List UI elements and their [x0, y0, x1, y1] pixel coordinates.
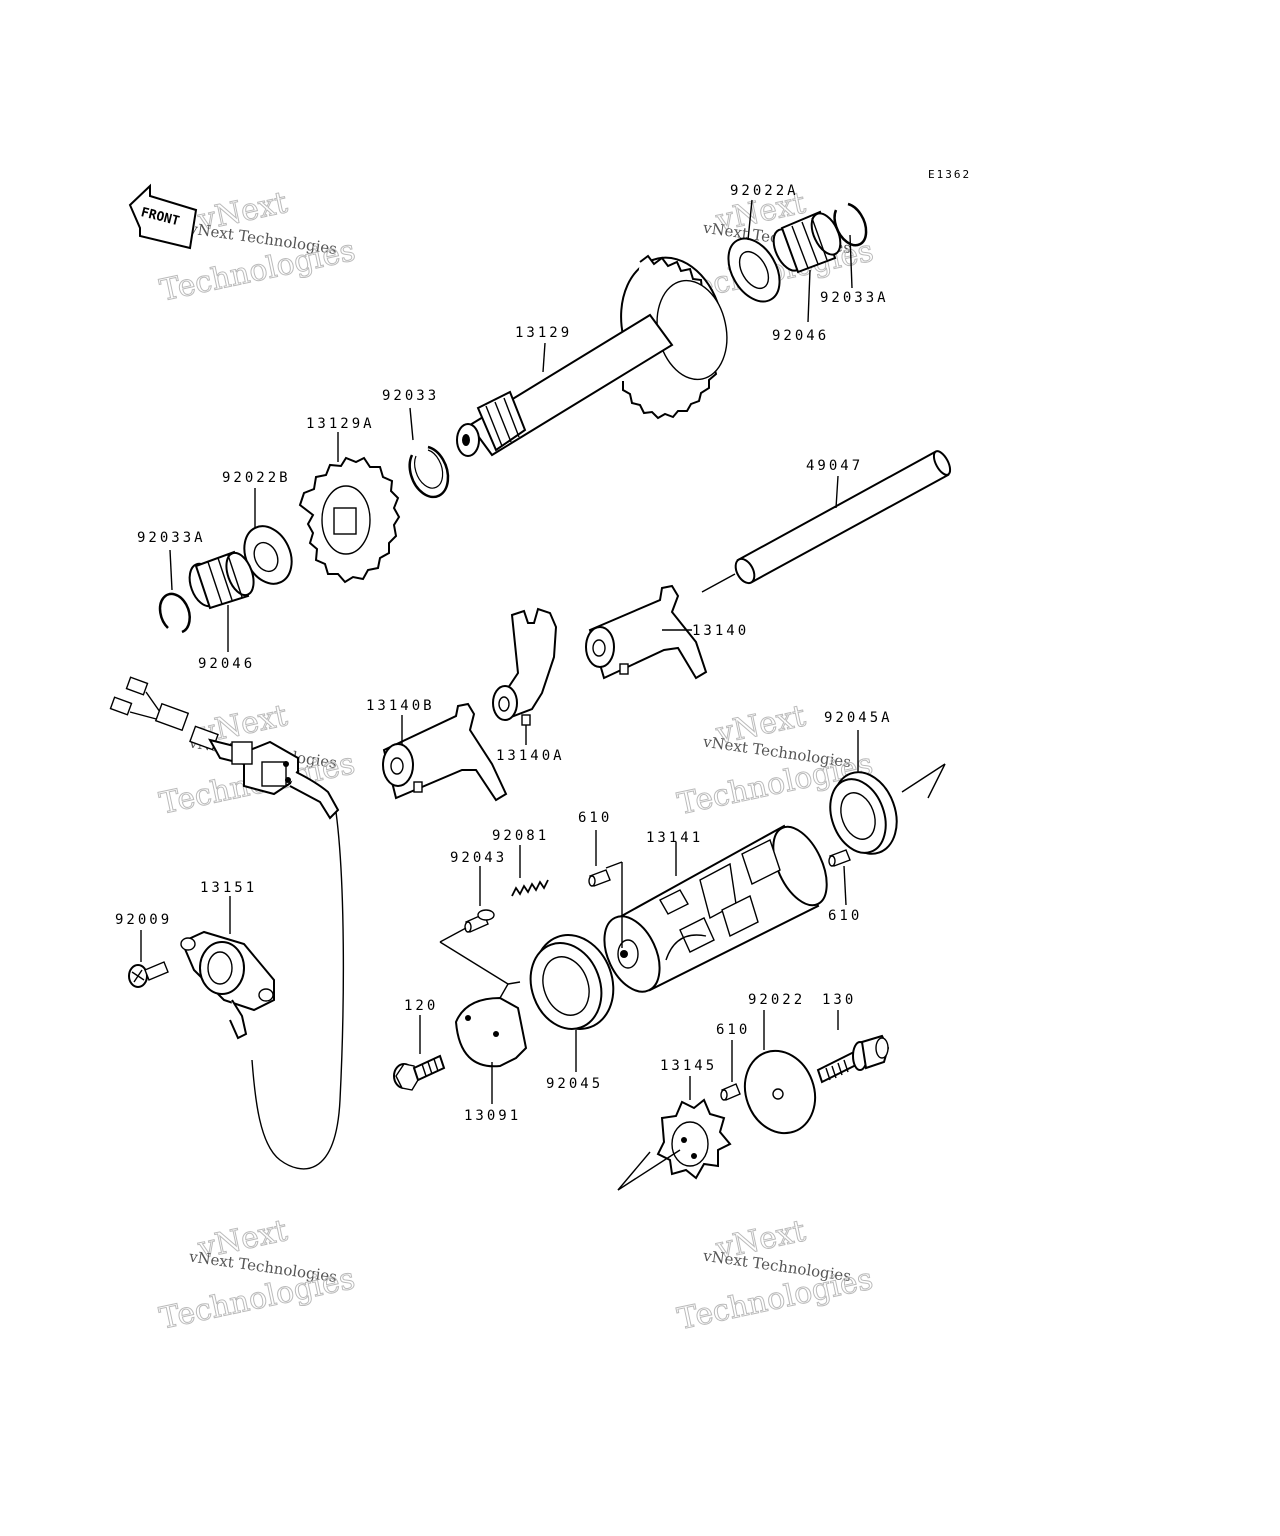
shaft-13129: 13129: [456, 254, 728, 457]
part-label-92022: 92022: [748, 992, 805, 1008]
dowel-pin-610-a: 610: [578, 810, 623, 948]
part-label-13151: 13151: [200, 880, 257, 896]
shift-fork-13140B: 13140B: [366, 698, 508, 802]
spline-end-icon: [476, 390, 527, 452]
front-arrow-icon: FRONT: [128, 183, 198, 250]
part-label-13140A: 13140A: [496, 748, 565, 764]
part-label-92009: 92009: [115, 912, 172, 928]
switch-holder-13151: 13151: [180, 880, 275, 1040]
screw-92009: 92009: [115, 912, 172, 988]
part-label-92045: 92045: [546, 1076, 603, 1092]
part-label-610-a: 610: [578, 810, 612, 826]
needle-bearing-92046-left: 92046: [188, 550, 255, 672]
dowel-pin-610-c: 610: [716, 1022, 750, 1101]
shift-fork-13140A: 13140A: [492, 607, 565, 764]
part-label-13140B: 13140B: [366, 698, 435, 714]
part-label-13141: 13141: [646, 830, 703, 846]
shift-fork-13140: 13140: [585, 584, 749, 680]
neutral-switch-wire-assembly: [109, 676, 345, 1170]
bolt-120: 120: [393, 998, 446, 1091]
part-label-610-b: 610: [828, 908, 862, 924]
bolt-130: 130: [816, 992, 890, 1084]
part-label-92043: 92043: [450, 850, 507, 866]
part-label-92045A: 92045A: [824, 710, 893, 726]
part-label-92033A-left: 92033A: [137, 530, 206, 546]
part-label-92081: 92081: [492, 828, 549, 844]
part-label-13129: 13129: [515, 325, 572, 341]
bearing-92045A: 92045A: [824, 710, 946, 855]
part-label-13091: 13091: [464, 1108, 521, 1124]
bearing-92045: 92045: [529, 934, 615, 1092]
washer-92022A: 92022A: [727, 183, 799, 303]
washer-92022: 92022: [743, 992, 817, 1135]
part-label-13145: 13145: [660, 1058, 717, 1074]
spring-92081: 92081: [492, 828, 549, 897]
cam-13091: 13091: [454, 996, 528, 1124]
circlip-92033: 92033: [382, 388, 450, 499]
part-label-13140: 13140: [692, 623, 749, 639]
part-label-92022B: 92022B: [222, 470, 291, 486]
star-cam-13145: 13145: [617, 1058, 732, 1191]
washer-92022B: 92022B: [222, 470, 293, 585]
diagram-code: E1362: [928, 168, 971, 181]
circlip-92033A-left: 92033A: [137, 530, 206, 634]
watermark-bottom-right: vNext vNext Technologies Technologies: [674, 1213, 876, 1338]
dowel-pin-610-b: 610: [828, 849, 862, 924]
part-label-92046-top: 92046: [772, 328, 829, 344]
part-label-49047: 49047: [806, 458, 863, 474]
part-label-13129A: 13129A: [306, 416, 375, 432]
circlip-92033A-top: 92033A: [820, 202, 889, 306]
part-label-92033A-top: 92033A: [820, 290, 889, 306]
leader-lines-13091: [439, 927, 521, 999]
gear-13129A: 13129A: [298, 416, 401, 584]
part-label-92033: 92033: [382, 388, 439, 404]
watermark-bottom-left: vNext vNext Technologies Technologies: [156, 1213, 358, 1338]
rod-49047: 49047: [701, 450, 952, 593]
pin-92043: 92043: [450, 850, 507, 933]
part-label-92022A: 92022A: [730, 183, 799, 199]
part-label-120: 120: [404, 998, 438, 1014]
part-label-130: 130: [822, 992, 856, 1008]
part-label-610-c: 610: [716, 1022, 750, 1038]
shift-drum-13141: 13141: [603, 824, 828, 993]
part-label-92046-left: 92046: [198, 656, 255, 672]
